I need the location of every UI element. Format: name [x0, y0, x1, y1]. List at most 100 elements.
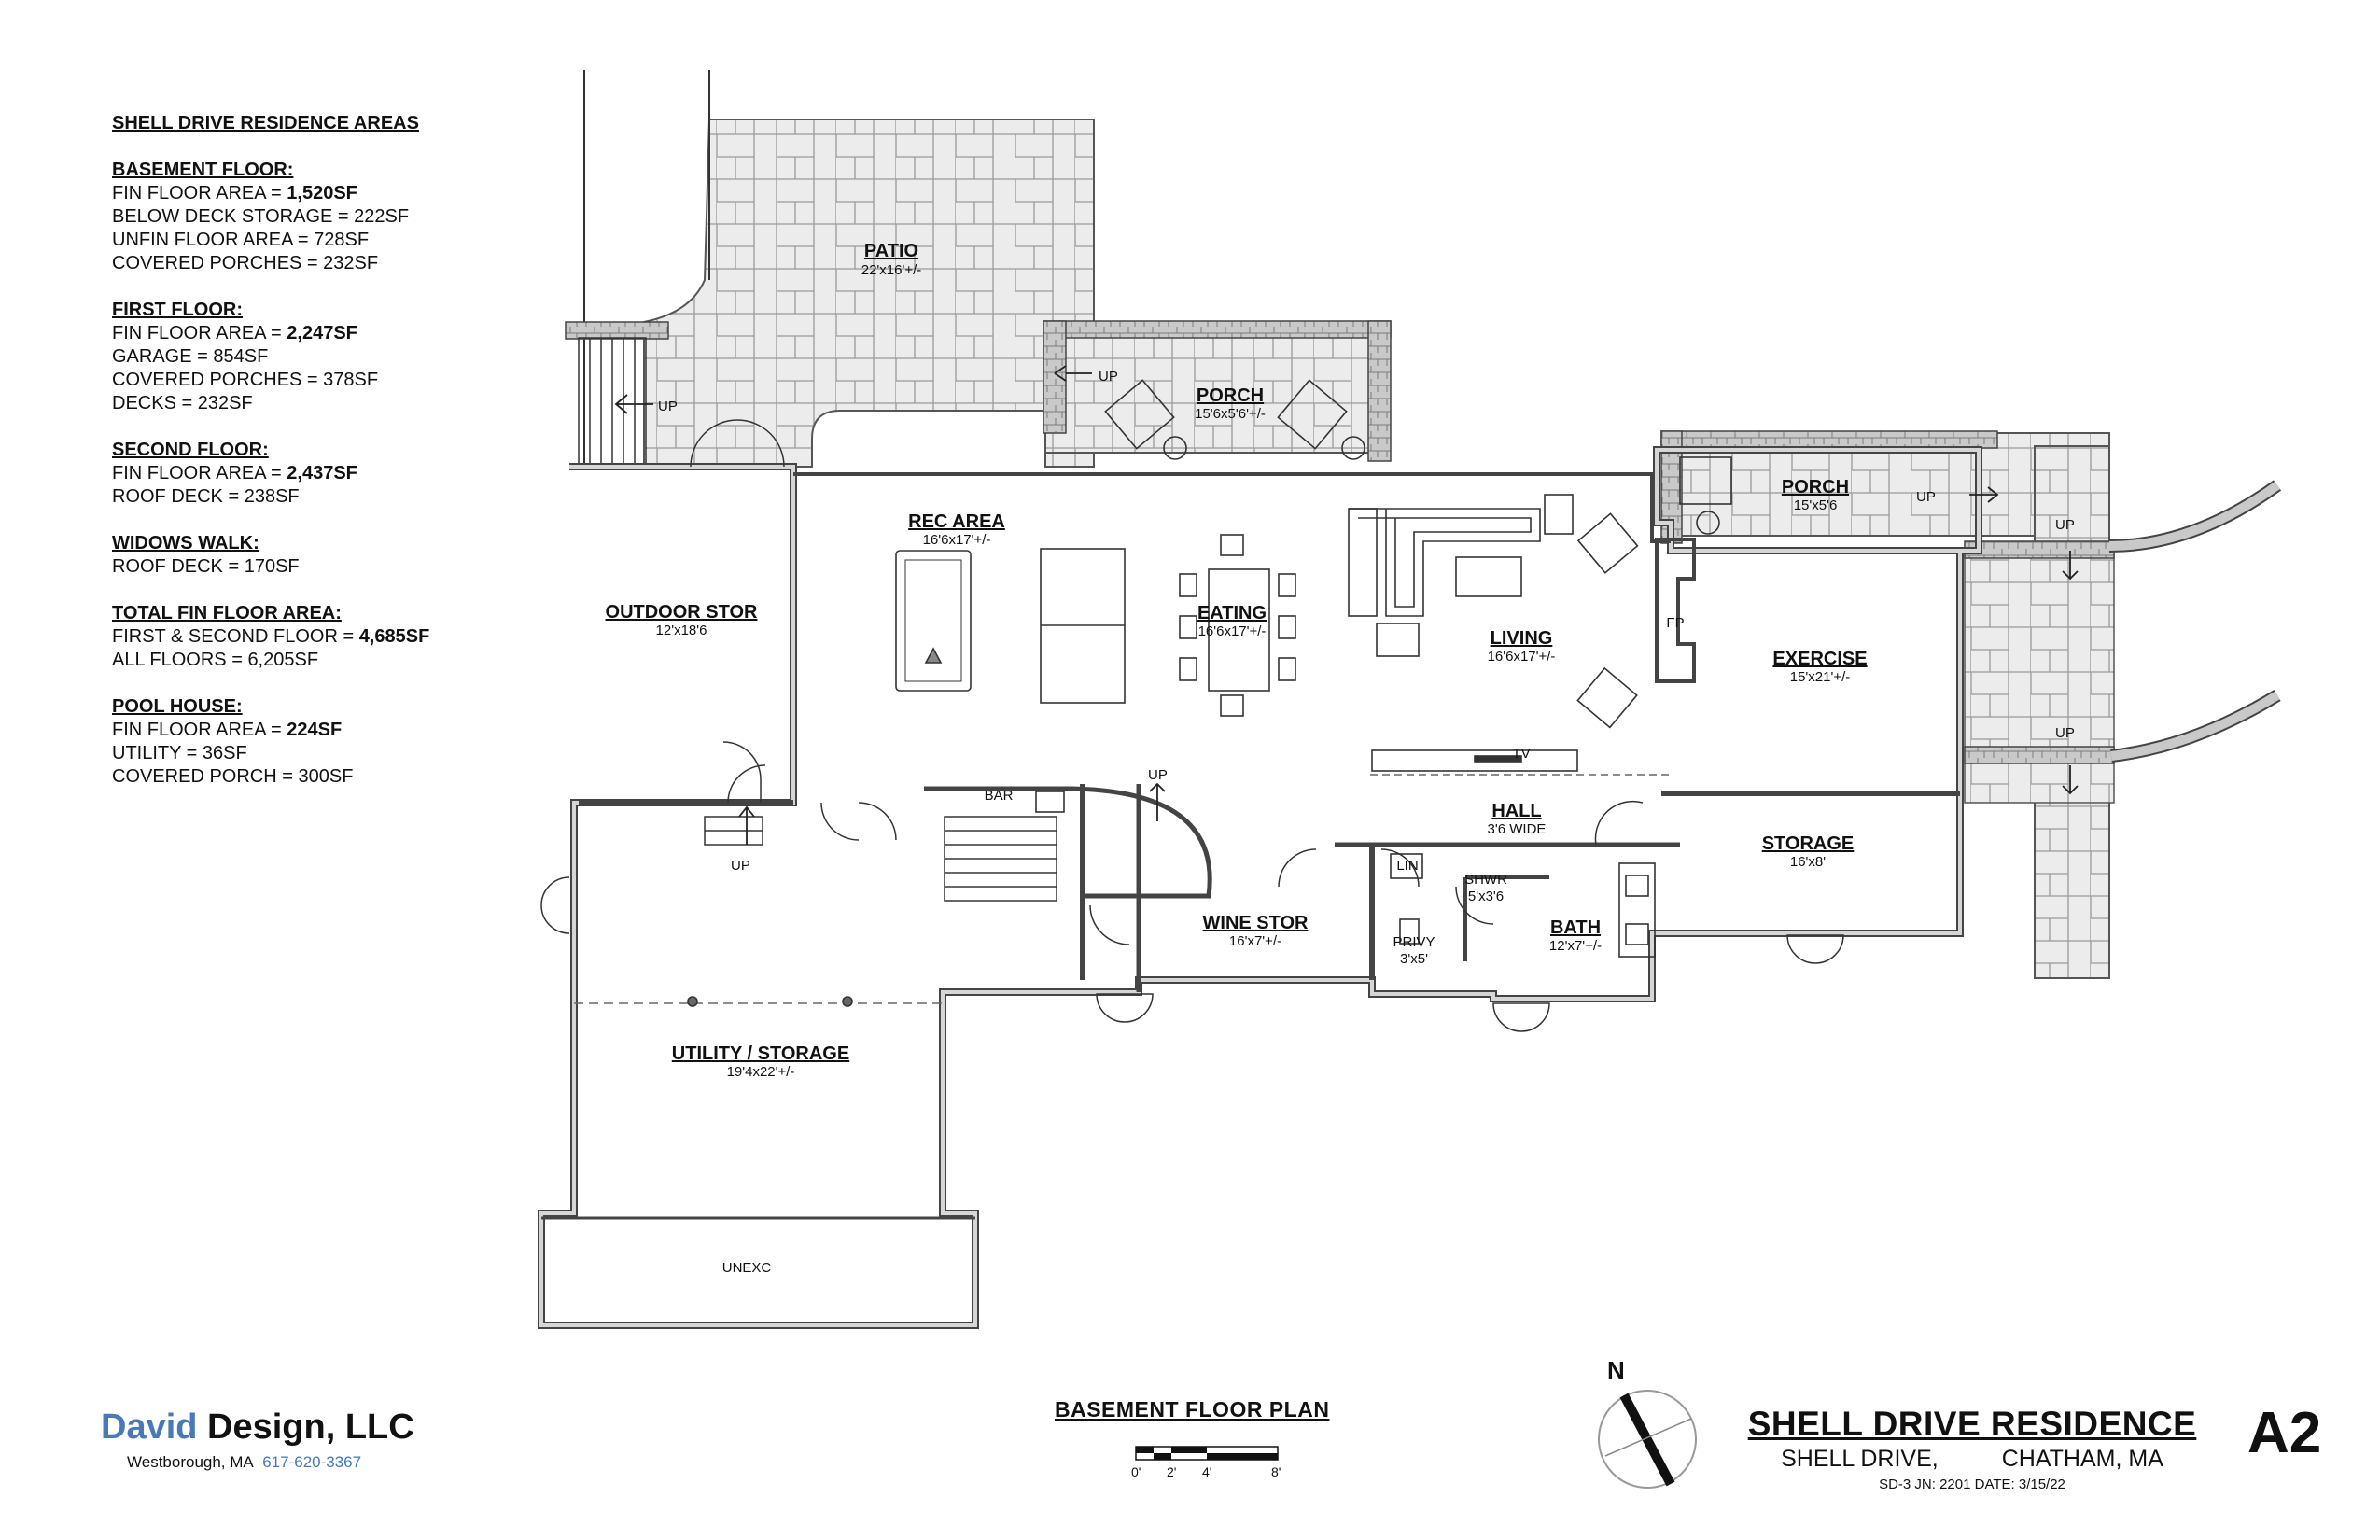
north-label: N [1607, 1356, 1625, 1384]
room-name-eating: EATING [1197, 603, 1267, 623]
room-dim-hall: 3'6 WIDE [1488, 821, 1547, 837]
room-name-wine-stor: WINE STOR [1203, 913, 1309, 933]
up-label: UP [1148, 767, 1168, 783]
area-value: 222SF [354, 206, 410, 227]
lin-label: LIN [1396, 858, 1418, 874]
up-label: UP [2055, 517, 2075, 533]
scale-bar: 0' 2' 4' 8' [1131, 1446, 1281, 1479]
up-label: UP [1916, 489, 1936, 505]
area-line: DECKS = 232SF [112, 392, 541, 415]
room-name-privy: PRIVY [1393, 934, 1435, 950]
area-section-heading: TOTAL FIN FLOOR AREA: [112, 603, 342, 623]
room-name-utility: UTILITY / STORAGE [672, 1043, 849, 1064]
room-name-bath: BATH [1550, 917, 1601, 938]
area-value: 728SF [314, 230, 370, 250]
area-line: GARAGE = 854SF [112, 345, 541, 369]
room-dim-privy: 3'x5' [1400, 951, 1428, 967]
area-line: FIN FLOOR AREA = 2,247SF [112, 322, 541, 345]
up-label: UP [2055, 725, 2075, 741]
area-label: FIN FLOOR AREA = [112, 463, 287, 483]
sectional-sofa [1349, 508, 1541, 617]
area-label: GARAGE = [112, 346, 214, 367]
fireplace-label: FP [1666, 615, 1684, 631]
area-schedule-title: SHELL DRIVE RESIDENCE AREAS [112, 113, 419, 133]
north-arrow: N [1598, 1356, 1697, 1489]
area-label: COVERED PORCHES = [112, 253, 324, 273]
area-line: COVERED PORCHES = 232SF [112, 252, 541, 275]
room-name-porch-east: PORCH [1782, 477, 1849, 497]
scale-tick: 8' [1271, 1464, 1281, 1479]
room-name-storage: STORAGE [1762, 833, 1855, 854]
area-value: 2,437SF [287, 463, 357, 483]
area-value: 300SF [298, 766, 354, 787]
area-value: 6,205SF [247, 650, 319, 670]
area-value: 36SF [202, 743, 247, 763]
area-section: WIDOWS WALK:ROOF DECK = 170SF [112, 532, 541, 579]
room-dim-living: 16'6x17'+/- [1488, 649, 1556, 665]
room-dim-patio: 22'x16'+/- [861, 262, 922, 278]
area-section-heading: FIRST FLOOR: [112, 300, 243, 320]
company-logo: David Design, LLC Westborough, MA 617-62… [101, 1407, 414, 1472]
area-value: 2,247SF [287, 323, 357, 343]
doors [540, 419, 1844, 1032]
room-dim-utility: 19'4x22'+/- [727, 1064, 795, 1080]
area-line: BELOW DECK STORAGE = 222SF [112, 205, 541, 229]
room-name-hall: HALL [1491, 801, 1541, 821]
vanity [1618, 862, 1656, 958]
area-label: DECKS = [112, 393, 198, 413]
area-value: 232SF [323, 253, 379, 273]
room-dim-wine-stor: 16'x7'+/- [1229, 933, 1281, 949]
area-line: COVERED PORCH = 300SF [112, 765, 541, 789]
area-label: BELOW DECK STORAGE = [112, 206, 355, 227]
walls [538, 446, 1982, 1329]
area-label: COVERED PORCH = [112, 766, 299, 787]
coffee-table [1455, 556, 1522, 597]
area-label: FIN FLOOR AREA = [112, 183, 287, 203]
area-line: FIRST & SECOND FLOOR = 4,685SF [112, 625, 541, 649]
room-name-living: LIVING [1491, 628, 1553, 649]
area-value: 224SF [287, 720, 343, 740]
area-value: 4,685SF [358, 626, 430, 647]
dining-table [1208, 568, 1270, 692]
plan-title: BASEMENT FLOOR PLAN [1055, 1397, 1330, 1421]
room-dim-shwr: 5'x3'6 [1468, 889, 1504, 904]
area-label: UNFIN FLOOR AREA = [112, 230, 315, 250]
up-label: UP [731, 858, 750, 874]
area-section-heading: SECOND FLOOR: [112, 440, 269, 460]
area-line: FIN FLOOR AREA = 2,437SF [112, 462, 541, 485]
furniture [687, 379, 1732, 1007]
company-phone: 617-620-3367 [262, 1453, 362, 1471]
scale-tick: 2' [1167, 1464, 1176, 1479]
area-line: UNFIN FLOOR AREA = 728SF [112, 229, 541, 252]
up-arrows [614, 365, 2079, 845]
area-value: 170SF [244, 556, 300, 577]
area-label: ROOF DECK = [112, 556, 245, 577]
room-dim-outdoor-stor: 12'x18'6 [656, 623, 707, 638]
area-label: COVERED PORCHES = [112, 370, 324, 390]
title-block: SHELL DRIVE RESIDENCE SHELL DRIVE,CHATHA… [1743, 1405, 2201, 1492]
project-location: SHELL DRIVE,CHATHAM, MA [1781, 1446, 2163, 1472]
up-label: UP [658, 399, 678, 414]
room-name-outdoor-stor: OUTDOOR STOR [606, 602, 759, 623]
area-value: 232SF [197, 393, 253, 413]
sheet-number: A2 [2247, 1401, 2322, 1465]
porch-chair [1679, 456, 1732, 505]
area-value: 238SF [244, 486, 300, 507]
area-label: FIN FLOOR AREA = [112, 720, 287, 740]
area-label: ROOF DECK = [112, 486, 245, 507]
unexc-label: UNEXC [722, 1260, 772, 1276]
tv-label: TV [1512, 746, 1530, 762]
area-line: FIN FLOOR AREA = 224SF [112, 719, 541, 742]
room-dim-storage: 16'x8' [1790, 854, 1826, 870]
area-line: ROOF DECK = 238SF [112, 485, 541, 509]
company-address: Westborough, MA 617-620-3367 [127, 1453, 362, 1471]
room-dim-porch-east: 15'x5'6 [1794, 497, 1838, 513]
fireplace [1655, 538, 1696, 683]
company-name: David Design, LLC [101, 1407, 414, 1447]
scale-tick: 0' [1131, 1464, 1141, 1479]
